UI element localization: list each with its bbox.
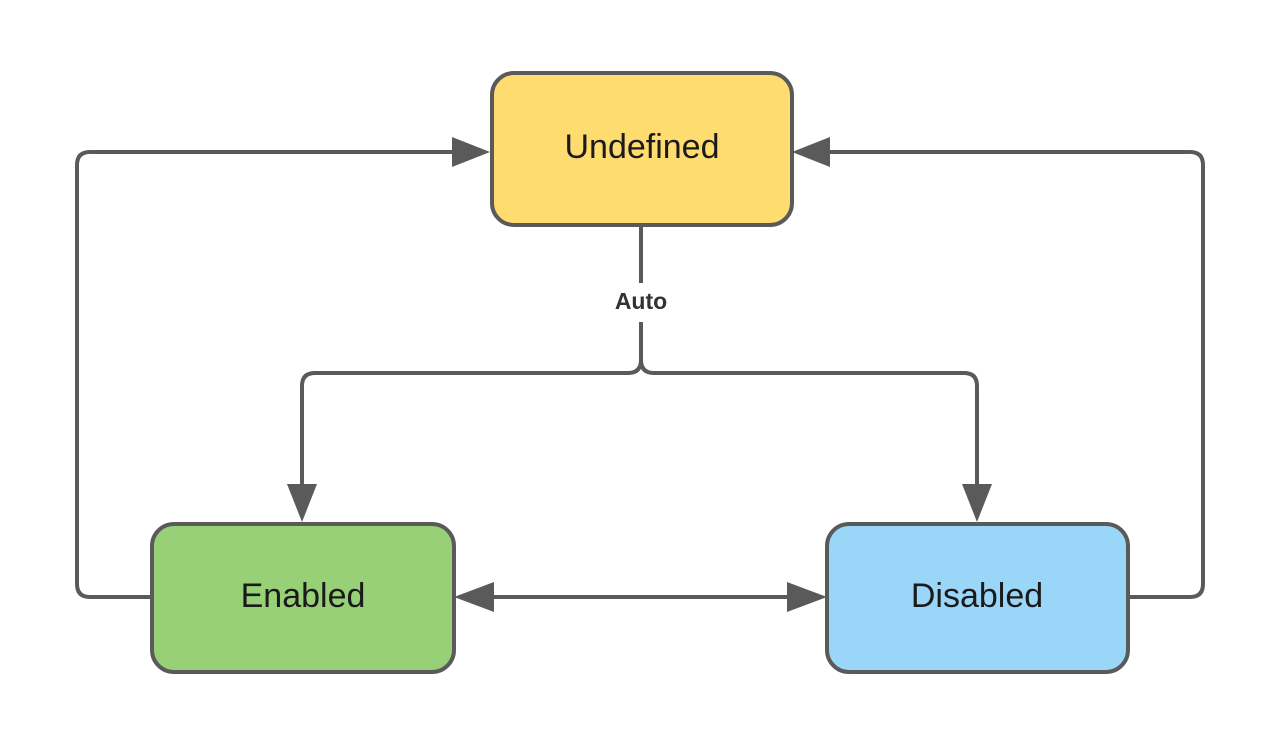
edge-disabled-to-undefined[interactable] — [792, 137, 1205, 599]
arrowhead-icon — [792, 137, 830, 167]
node-disabled-shape — [825, 522, 1130, 674]
node-disabled[interactable]: Disabled — [825, 522, 1130, 674]
arrowhead-icon — [452, 137, 490, 167]
edge-label-auto: Auto — [615, 288, 667, 314]
arrowhead-left-icon — [454, 582, 494, 612]
edge-label-layer: Auto — [615, 288, 667, 314]
node-enabled-shape — [150, 522, 456, 674]
node-undefined-shape — [490, 71, 794, 227]
junction-path-right — [639, 359, 979, 490]
edge-path — [75, 150, 480, 599]
arrowhead-icon — [962, 484, 992, 522]
edge-undefined-to-enabled-arrow — [287, 484, 317, 522]
edge-branch-junction — [300, 359, 979, 490]
arrowhead-icon — [287, 484, 317, 522]
node-enabled-label: Enabled — [241, 577, 366, 615]
node-disabled-label: Disabled — [911, 577, 1043, 615]
edge-undefined-to-disabled-arrow — [962, 484, 992, 522]
edge-path — [802, 150, 1205, 599]
junction-path — [300, 359, 643, 490]
node-undefined[interactable]: Undefined — [490, 71, 794, 227]
node-undefined-label: Undefined — [564, 128, 719, 166]
node-enabled[interactable]: Enabled — [150, 522, 456, 674]
node-layer: Undefined Enabled Disabled — [150, 71, 1130, 674]
edge-enabled-disabled-bidirectional[interactable] — [454, 582, 827, 612]
edge-layer — [75, 137, 1205, 612]
edge-enabled-to-undefined[interactable] — [75, 137, 490, 599]
arrowhead-right-icon — [787, 582, 827, 612]
